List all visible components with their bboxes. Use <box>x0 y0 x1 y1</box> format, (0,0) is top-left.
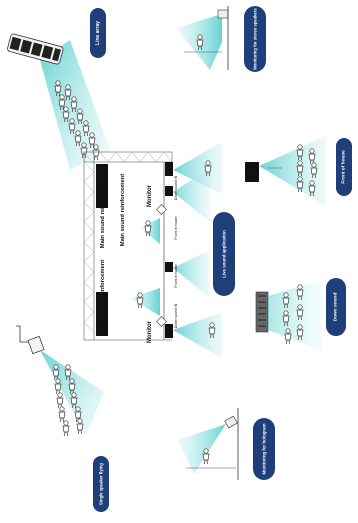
monitor-beam-bottom <box>130 288 160 316</box>
badge-line-array: Line array <box>90 8 106 58</box>
badge-single-speaker-flying-label: Single speaker flying <box>99 463 104 505</box>
label-monitor-top: Monitor <box>147 184 153 207</box>
badge-down-sound-label: Down sound <box>333 293 339 322</box>
down-fill-speaker-top-icon <box>165 162 173 176</box>
monitor-wedge-bottom-icon <box>156 316 167 327</box>
foh-speaker-icon <box>245 162 259 182</box>
foh-speaker-bottom-icon <box>165 262 173 272</box>
foh-beam-bottom <box>173 250 210 298</box>
stereo-monitoring-scene <box>176 6 229 70</box>
foh-beam-top <box>173 168 210 222</box>
badge-single-speaker-flying: Single speaker flying <box>93 456 109 512</box>
label-main-sound-inner: Main sound reinforcement <box>120 174 126 247</box>
badge-monitoring-stereo-label: Monitoring for stereo speakers <box>253 8 258 70</box>
badge-monitoring-stereo: Monitoring for stereo speakers <box>244 6 266 72</box>
line-array-speaker-icon <box>7 33 64 65</box>
label-front-of-house-bottom: Front of house <box>174 264 178 287</box>
down-sound-scene <box>255 280 322 350</box>
badge-front-of-house-label: Front of house <box>341 150 347 184</box>
hologram-speaker-icon <box>224 415 238 429</box>
stage-truss-scene: Main sound reinforcement Main sound rein… <box>83 142 222 358</box>
badge-front-of-house: Front of house <box>336 138 352 196</box>
label-monitor-bottom: Monitor <box>147 320 153 343</box>
badge-live-sound-label: Live sound application <box>222 230 227 278</box>
label-down-sound-fill-top: Down sound fill <box>174 176 178 201</box>
main-speaker-top-icon <box>96 164 108 208</box>
flying-speaker-icon <box>27 335 45 355</box>
foh-speaker-top-icon <box>165 186 173 196</box>
monitor-wedge-top-icon <box>156 204 167 215</box>
line-array-scene <box>7 33 110 170</box>
badge-monitoring-hologram-label: Monitoring for hologram <box>262 423 267 474</box>
badge-down-sound: Down sound <box>326 278 346 336</box>
down-fill-beam-bottom <box>173 312 222 358</box>
label-down-sound-fill-bottom: Down sound fill <box>174 304 178 329</box>
down-fill-speaker-bottom-icon <box>165 324 173 338</box>
truss-left <box>83 151 95 341</box>
flying-speaker-beam <box>40 350 104 436</box>
label-main-sound-top: Main sound reinforcement <box>100 176 106 249</box>
hologram-monitoring-scene <box>178 408 239 480</box>
badge-live-sound: Live sound application <box>213 212 235 296</box>
badge-monitoring-hologram: Monitoring for hologram <box>253 418 275 480</box>
stereo-monitor-speaker-icon <box>217 9 229 19</box>
front-of-house-scene <box>245 136 326 206</box>
hologram-performer-icon <box>202 448 210 465</box>
main-speaker-bottom-icon <box>96 292 108 336</box>
performer-bottom-icon <box>136 292 144 309</box>
single-speaker-scene <box>16 325 104 437</box>
label-front-of-house-top: Front of house <box>174 216 178 239</box>
hologram-beam <box>178 424 226 474</box>
badge-line-array-label: Line array <box>95 21 101 45</box>
label-main-sound-lower: Main sound reinforcement <box>100 260 106 333</box>
down-sound-beam <box>268 280 322 350</box>
